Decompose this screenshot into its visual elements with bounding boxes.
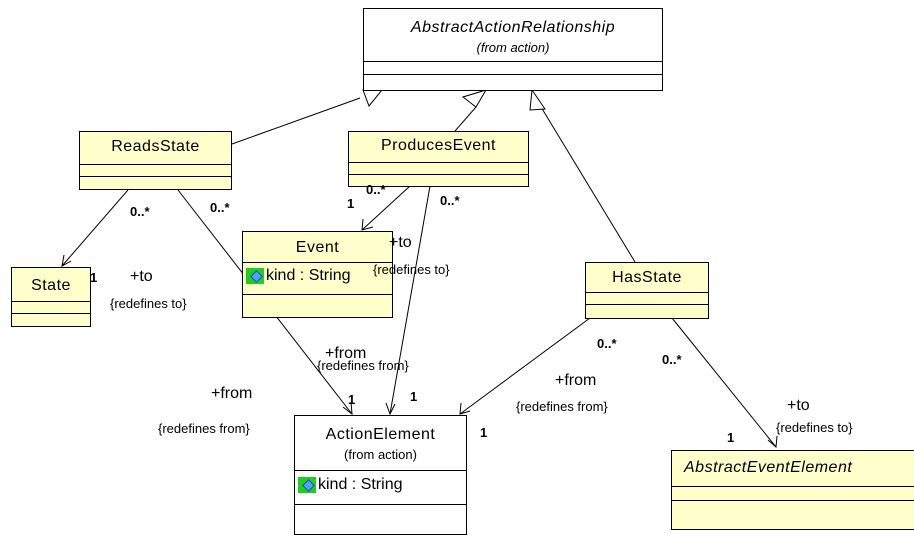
- association-arrowhead: [61, 254, 72, 267]
- class-readsstate[interactable]: ReadsState: [79, 131, 232, 190]
- class-producesevent[interactable]: ProducesEvent: [348, 131, 529, 187]
- association-arrowhead: [342, 401, 353, 416]
- constraint-label: {redefines from}: [317, 358, 409, 373]
- class-name: Event: [295, 239, 340, 256]
- class-actionelement[interactable]: ActionElement (from action) kind : Strin…: [294, 415, 467, 535]
- attribute-compartment: [586, 292, 708, 304]
- attribute-compartment: [364, 61, 662, 74]
- multiplicity-label: 1: [348, 392, 356, 407]
- class-name: State: [31, 277, 71, 294]
- attribute-compartment: [12, 301, 90, 313]
- attribute-text: kind : String: [318, 476, 403, 493]
- role-label: +from: [211, 385, 253, 402]
- attribute-icon: [298, 477, 316, 493]
- multiplicity-label: 0..*: [210, 200, 230, 215]
- association-arrowhead: [385, 402, 396, 416]
- attribute-icon: [246, 268, 264, 284]
- multiplicity-label: 1: [727, 430, 735, 445]
- generalization-hasstate: [540, 106, 636, 263]
- multiplicity-label: 1: [410, 389, 418, 404]
- constraint-label: {redefines to}: [776, 420, 853, 435]
- attribute-compartment: kind : String: [243, 262, 392, 294]
- class-name: AbstractEventElement: [684, 459, 853, 476]
- operation-compartment: [80, 176, 231, 190]
- operation-compartment: [672, 500, 914, 529]
- role-label: +from: [325, 345, 367, 362]
- role-label: +to: [130, 268, 153, 285]
- class-name: ReadsState: [111, 138, 200, 155]
- attribute-compartment: [672, 486, 914, 500]
- role-label: +to: [787, 397, 810, 414]
- association-hasstate-abstracteventelement: [671, 317, 777, 448]
- generalization-arrowhead: [362, 89, 384, 107]
- association-readsstate-state: [61, 189, 129, 267]
- attribute-row: kind : String: [243, 267, 392, 285]
- class-abstract-action-relationship[interactable]: AbstractActionRelationship (from action): [363, 8, 663, 91]
- association-producesevent-actionelement: [389, 185, 431, 415]
- operation-compartment: [364, 74, 662, 91]
- role-label: +to: [389, 234, 412, 251]
- attribute-text: kind : String: [266, 267, 351, 284]
- class-origin: (from action): [476, 40, 550, 55]
- generalization-arrowhead: [529, 88, 546, 111]
- attribute-compartment: [349, 162, 528, 174]
- multiplicity-label: 0..*: [366, 182, 386, 197]
- operation-compartment: [295, 504, 466, 536]
- multiplicity-label: 0..*: [597, 336, 617, 351]
- operation-compartment: [12, 313, 90, 327]
- role-label: +from: [555, 372, 597, 389]
- generalization-arrowhead: [461, 89, 488, 108]
- constraint-label: {redefines to}: [373, 262, 450, 277]
- attribute-row: kind : String: [295, 476, 466, 494]
- constraint-label: {redefines to}: [110, 296, 187, 311]
- operation-compartment: [243, 294, 392, 318]
- multiplicity-label: 1: [347, 196, 355, 211]
- attribute-compartment: [80, 164, 231, 176]
- generalization-producesevent: [454, 106, 477, 132]
- class-name: AbstractActionRelationship: [410, 19, 616, 36]
- association-arrowhead: [459, 402, 471, 415]
- class-name: ProducesEvent: [380, 137, 496, 154]
- class-name: HasState: [612, 269, 682, 286]
- operation-compartment: [349, 174, 528, 187]
- association-hasstate-actionelement: [459, 317, 591, 415]
- constraint-label: {redefines from}: [516, 399, 608, 414]
- multiplicity-label: 1: [480, 425, 488, 440]
- association-arrowhead: [767, 435, 778, 449]
- multiplicity-label: 0..*: [130, 204, 150, 219]
- class-name: ActionElement: [325, 426, 436, 443]
- attribute-compartment: kind : String: [295, 470, 466, 504]
- multiplicity-label: 1: [90, 270, 98, 285]
- association-producesevent-event: [361, 185, 411, 231]
- constraint-label: {redefines from}: [158, 421, 250, 436]
- multiplicity-label: 0..*: [440, 193, 460, 208]
- generalization-readsstate: [231, 97, 361, 145]
- class-state[interactable]: State: [11, 267, 91, 327]
- class-hasstate[interactable]: HasState: [585, 262, 709, 319]
- class-event[interactable]: Event kind : String: [242, 231, 393, 318]
- class-origin: (from action): [344, 447, 417, 462]
- association-arrowhead: [361, 218, 374, 231]
- operation-compartment: [586, 304, 708, 319]
- class-abstract-event-element[interactable]: AbstractEventElement: [671, 450, 914, 530]
- multiplicity-label: 0..*: [662, 352, 682, 367]
